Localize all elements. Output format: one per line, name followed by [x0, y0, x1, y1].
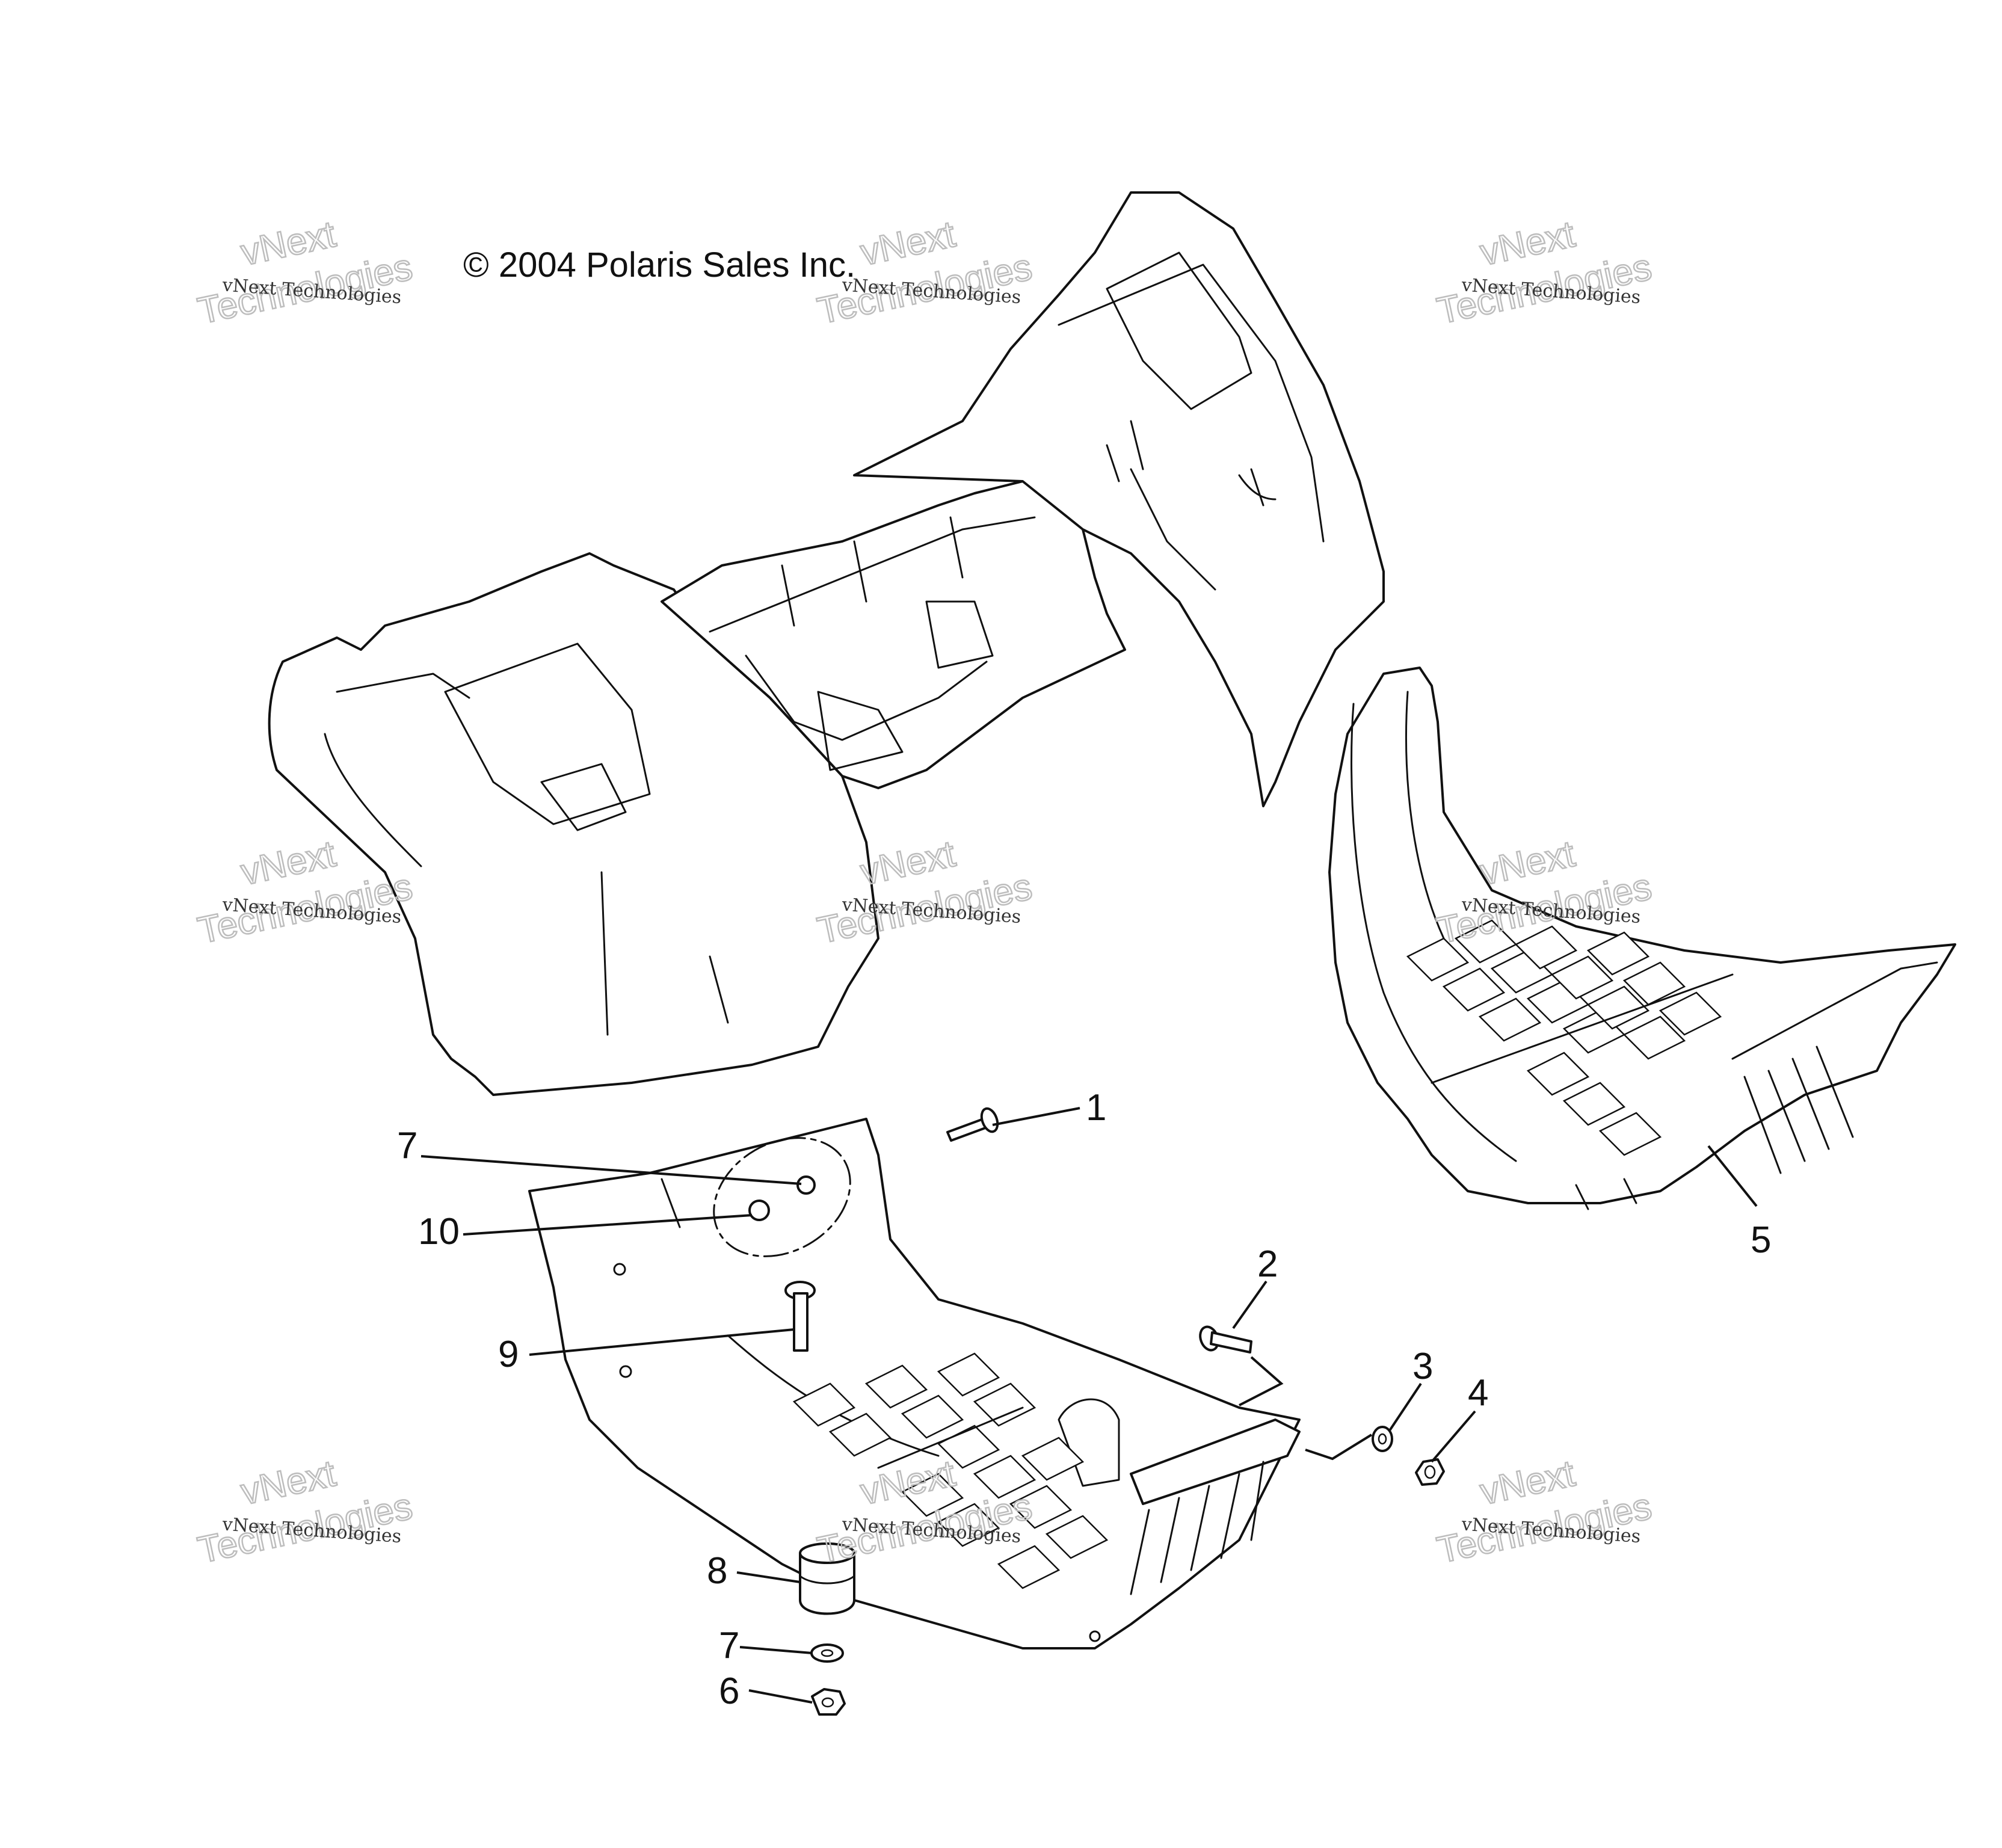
watermark: vNext Technologies vNext Technologies [1433, 1452, 1656, 1572]
leader-lines [420, 1107, 1758, 1704]
callout-6: 6 [719, 1671, 739, 1712]
bolt-part-1 [946, 1107, 999, 1142]
watermark: vNext Technologies vNext Technologies [194, 1452, 417, 1572]
callout-4: 4 [1468, 1372, 1488, 1414]
watermark: vNext Technologies vNext Technologies [1433, 213, 1656, 333]
bolt-part-2 [1199, 1325, 1252, 1354]
left-footwell-treads [792, 1352, 1109, 1589]
left-footwell [528, 1118, 1301, 1649]
bolt-part-9 [784, 1281, 816, 1352]
callout-8: 8 [707, 1550, 727, 1592]
callout-labels: 1 2 3 4 5 6 7 7 8 9 10 [397, 1087, 1771, 1712]
right-footwell-part-5 [1328, 667, 1956, 1210]
watermark: vNext Technologies vNext Technologies [194, 213, 417, 333]
bumper-part-8 [799, 1542, 855, 1615]
callout-7-top: 7 [397, 1125, 417, 1166]
callout-2: 2 [1257, 1243, 1278, 1285]
nut-part-4 [1415, 1458, 1445, 1486]
callout-9: 9 [498, 1334, 519, 1375]
callout-3: 3 [1412, 1346, 1433, 1387]
footwell-5-treads [1406, 919, 1734, 1156]
copyright-text: © 2004 Polaris Sales Inc. [463, 245, 855, 285]
callout-5: 5 [1751, 1219, 1771, 1261]
callout-1: 1 [1086, 1087, 1106, 1129]
washer-part-3 [1372, 1426, 1393, 1452]
nut-part-6 [811, 1688, 846, 1716]
callout-7-bottom: 7 [719, 1625, 739, 1666]
rear-fender-body [268, 191, 1385, 1096]
callout-10: 10 [418, 1211, 460, 1252]
washer-part-7 [810, 1643, 844, 1663]
